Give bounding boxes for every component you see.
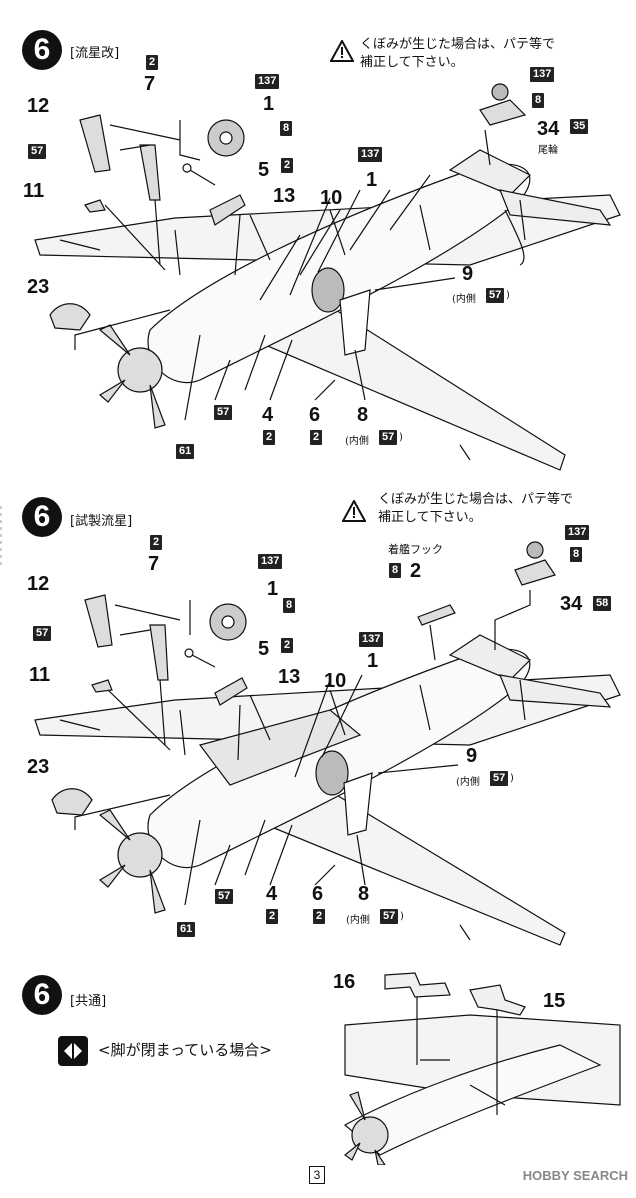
watermark: HOBBY SEARCH <box>522 1168 628 1183</box>
part-10: 10 <box>320 187 343 209</box>
paint-2: 2 <box>263 430 276 445</box>
warning-text: くぼみが生じた場合は、パテ等で 補正して下さい。 <box>360 36 555 72</box>
paint-57: 57 <box>28 144 47 159</box>
paint-2: 2 <box>266 909 279 924</box>
paint-61: 61 <box>177 922 196 937</box>
part-7: 7 <box>148 553 160 575</box>
paint-2: 2 <box>146 55 159 70</box>
paint-57: 57 <box>380 909 399 924</box>
part-5: 5 <box>258 638 270 660</box>
step-title: [試製流星] <box>70 514 133 529</box>
part-23: 23 <box>27 276 50 298</box>
paint-8: 8 <box>283 598 296 613</box>
paint-8: 8 <box>389 563 402 578</box>
paren-close: ) <box>506 290 510 301</box>
section-shisei-ryusei: 6 [試製流星] くぼみが生じた場合は、パテ等で 補正して下さい。 <box>0 492 636 955</box>
paint-58: 58 <box>593 596 612 611</box>
inner-note: (内側 <box>456 777 480 788</box>
part-34: 34 <box>537 118 560 140</box>
part-15: 15 <box>543 990 566 1012</box>
step-number: 6 <box>22 497 62 537</box>
paint-2: 2 <box>281 638 294 653</box>
step-number: 6 <box>22 30 62 70</box>
gear-closed-icon <box>58 1036 88 1066</box>
paint-2: 2 <box>313 909 326 924</box>
paint-137: 137 <box>530 67 555 82</box>
paint-57: 57 <box>215 889 234 904</box>
paint-2: 2 <box>310 430 323 445</box>
paint-2: 2 <box>150 535 163 550</box>
inner-note: (内側 <box>346 915 370 926</box>
paint-57: 57 <box>486 288 505 303</box>
paren-close: ) <box>399 432 403 443</box>
paint-61: 61 <box>176 444 195 459</box>
part-23: 23 <box>27 756 50 778</box>
part-16: 16 <box>333 971 356 993</box>
part-1: 1 <box>263 93 275 115</box>
part-8: 8 <box>358 883 370 905</box>
part-9: 9 <box>462 263 474 285</box>
part-5: 5 <box>258 159 270 181</box>
paint-57: 57 <box>214 405 233 420</box>
part-11: 11 <box>23 180 45 202</box>
part-12: 12 <box>27 95 50 117</box>
section-common: 6 [共通] <脚が閉まっている場合> 16 15 <box>0 955 636 1165</box>
part-6: 6 <box>309 404 321 426</box>
paint-137: 137 <box>358 147 383 162</box>
aircraft-diagram <box>34 83 621 471</box>
section-ryusei-kai: 6 [流星改] くぼみが生じた場合は、パテ等で 補正して下さい。 <box>0 0 636 495</box>
paint-137: 137 <box>258 554 283 569</box>
warning-line-2: 補正して下さい。 <box>378 510 482 525</box>
tailwheel-label: 尾輪 <box>538 145 558 156</box>
part-1: 1 <box>367 650 379 672</box>
paint-57: 57 <box>490 771 509 786</box>
paint-8: 8 <box>280 121 293 136</box>
paint-8: 8 <box>570 547 583 562</box>
part-11: 11 <box>29 664 51 686</box>
part-12: 12 <box>27 573 50 595</box>
part-10: 10 <box>324 670 347 692</box>
paint-137: 137 <box>255 74 280 89</box>
paint-137: 137 <box>565 525 590 540</box>
inner-note: (内側 <box>452 294 476 305</box>
part-8: 8 <box>357 404 369 426</box>
part-6: 6 <box>312 883 324 905</box>
aircraft-diagram <box>34 541 621 946</box>
paint-8: 8 <box>532 93 545 108</box>
part-13: 13 <box>278 666 301 688</box>
hook-label: 着艦フック <box>388 543 443 556</box>
step-title: [流星改] <box>70 46 120 61</box>
part-4: 4 <box>266 883 278 905</box>
paint-137: 137 <box>359 632 384 647</box>
warning-text: くぼみが生じた場合は、パテ等で 補正して下さい。 <box>378 491 573 527</box>
warning-line-1: くぼみが生じた場合は、パテ等で <box>360 37 556 52</box>
step-title: [共通] <box>70 994 107 1009</box>
paren-close: ) <box>400 911 404 922</box>
page-number: 3 <box>309 1166 325 1184</box>
step-number: 6 <box>22 975 62 1015</box>
inner-note: (内側 <box>345 436 369 447</box>
paint-35: 35 <box>570 119 589 134</box>
part-1: 1 <box>366 169 378 191</box>
part-7: 7 <box>144 73 156 95</box>
part-13: 13 <box>273 185 296 207</box>
warning-icon <box>342 500 366 522</box>
legend-text: <脚が閉まっている場合> <box>98 1041 272 1059</box>
paint-57: 57 <box>379 430 398 445</box>
warning-line-1: くぼみが生じた場合は、パテ等で <box>378 492 574 507</box>
paint-2: 2 <box>281 158 294 173</box>
warning-icon <box>330 40 354 62</box>
aircraft-diagram-closed <box>343 972 621 1165</box>
paren-close: ) <box>510 773 514 784</box>
part-2: 2 <box>410 560 422 582</box>
paint-57: 57 <box>33 626 52 641</box>
part-4: 4 <box>262 404 274 426</box>
part-34: 34 <box>560 593 583 615</box>
part-1: 1 <box>267 578 279 600</box>
side-margin-mark <box>0 506 2 566</box>
part-9: 9 <box>466 745 478 767</box>
warning-line-2: 補正して下さい。 <box>360 55 464 70</box>
